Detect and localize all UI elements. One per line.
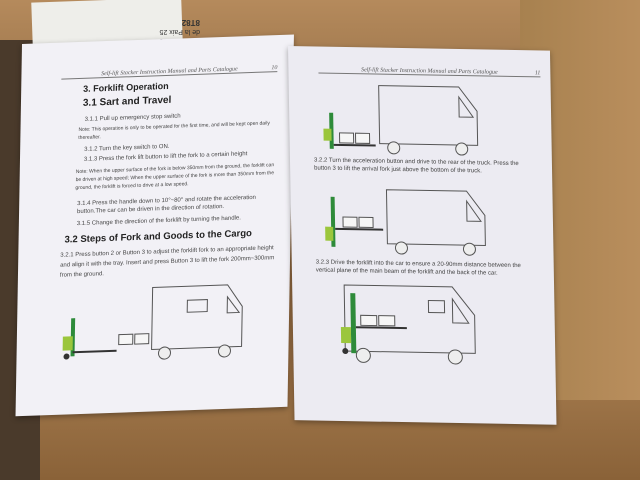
label-line-3: 8T82 <box>181 18 200 27</box>
label-line-2: de la Paix 25 <box>159 28 200 35</box>
forklift-drawing-1 <box>323 112 376 149</box>
manual-left-page: Self-lift Stacker Instruction Manual and… <box>15 34 294 417</box>
forklift-drawing-3 <box>340 293 407 355</box>
illustration-fig-middle <box>325 189 486 256</box>
forklift-drawing-2 <box>325 196 384 247</box>
illustration-fig-bottom <box>340 284 476 365</box>
truck-drawing <box>151 284 243 360</box>
truck-drawing-2 <box>385 189 486 256</box>
manual-right-page: Self-lift Stacker Instruction Manual and… <box>288 46 557 425</box>
forklift-drawing <box>62 318 117 360</box>
pallet-boxes <box>118 333 150 346</box>
truck-drawing-1 <box>378 85 479 156</box>
illustration-fig-top <box>323 85 479 156</box>
illustration-forklift-approach <box>62 284 243 360</box>
